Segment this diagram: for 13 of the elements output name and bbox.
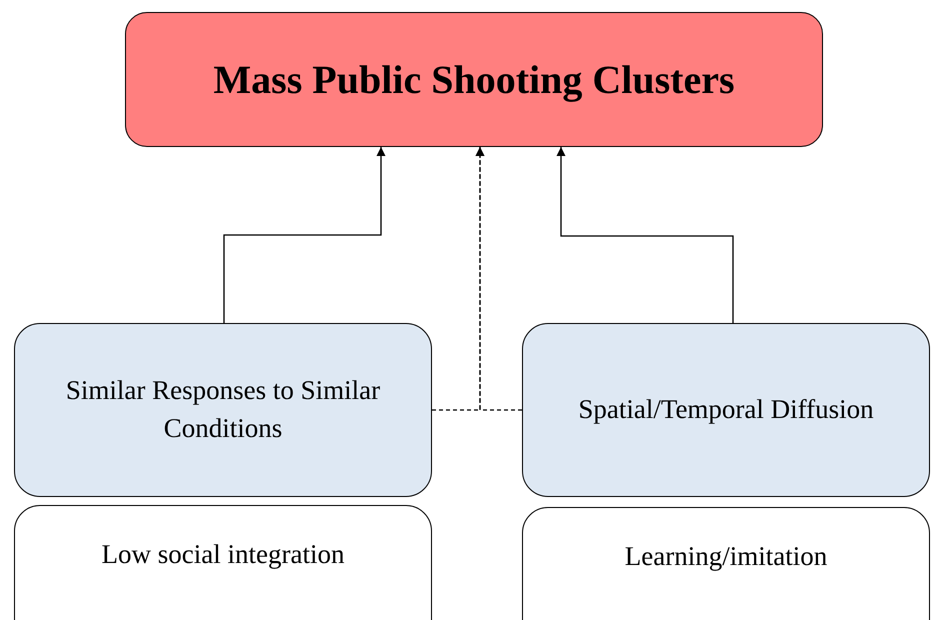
arrow [556,147,734,323]
process-box [522,323,930,497]
arrow [223,147,386,323]
factor-box [14,505,432,620]
process-box [14,323,432,497]
arrow [476,147,522,411]
node-label: Spatial/Temporal Diffusion [578,393,874,426]
factor-box [522,507,930,620]
node-label: Learning/imitation [624,540,828,573]
node-label: Similar Responses to Similar Conditions [64,374,382,445]
title-box [125,12,823,147]
node-label: Mass Public Shooting Clusters [213,56,735,104]
node-label: Low social integration [102,538,344,571]
